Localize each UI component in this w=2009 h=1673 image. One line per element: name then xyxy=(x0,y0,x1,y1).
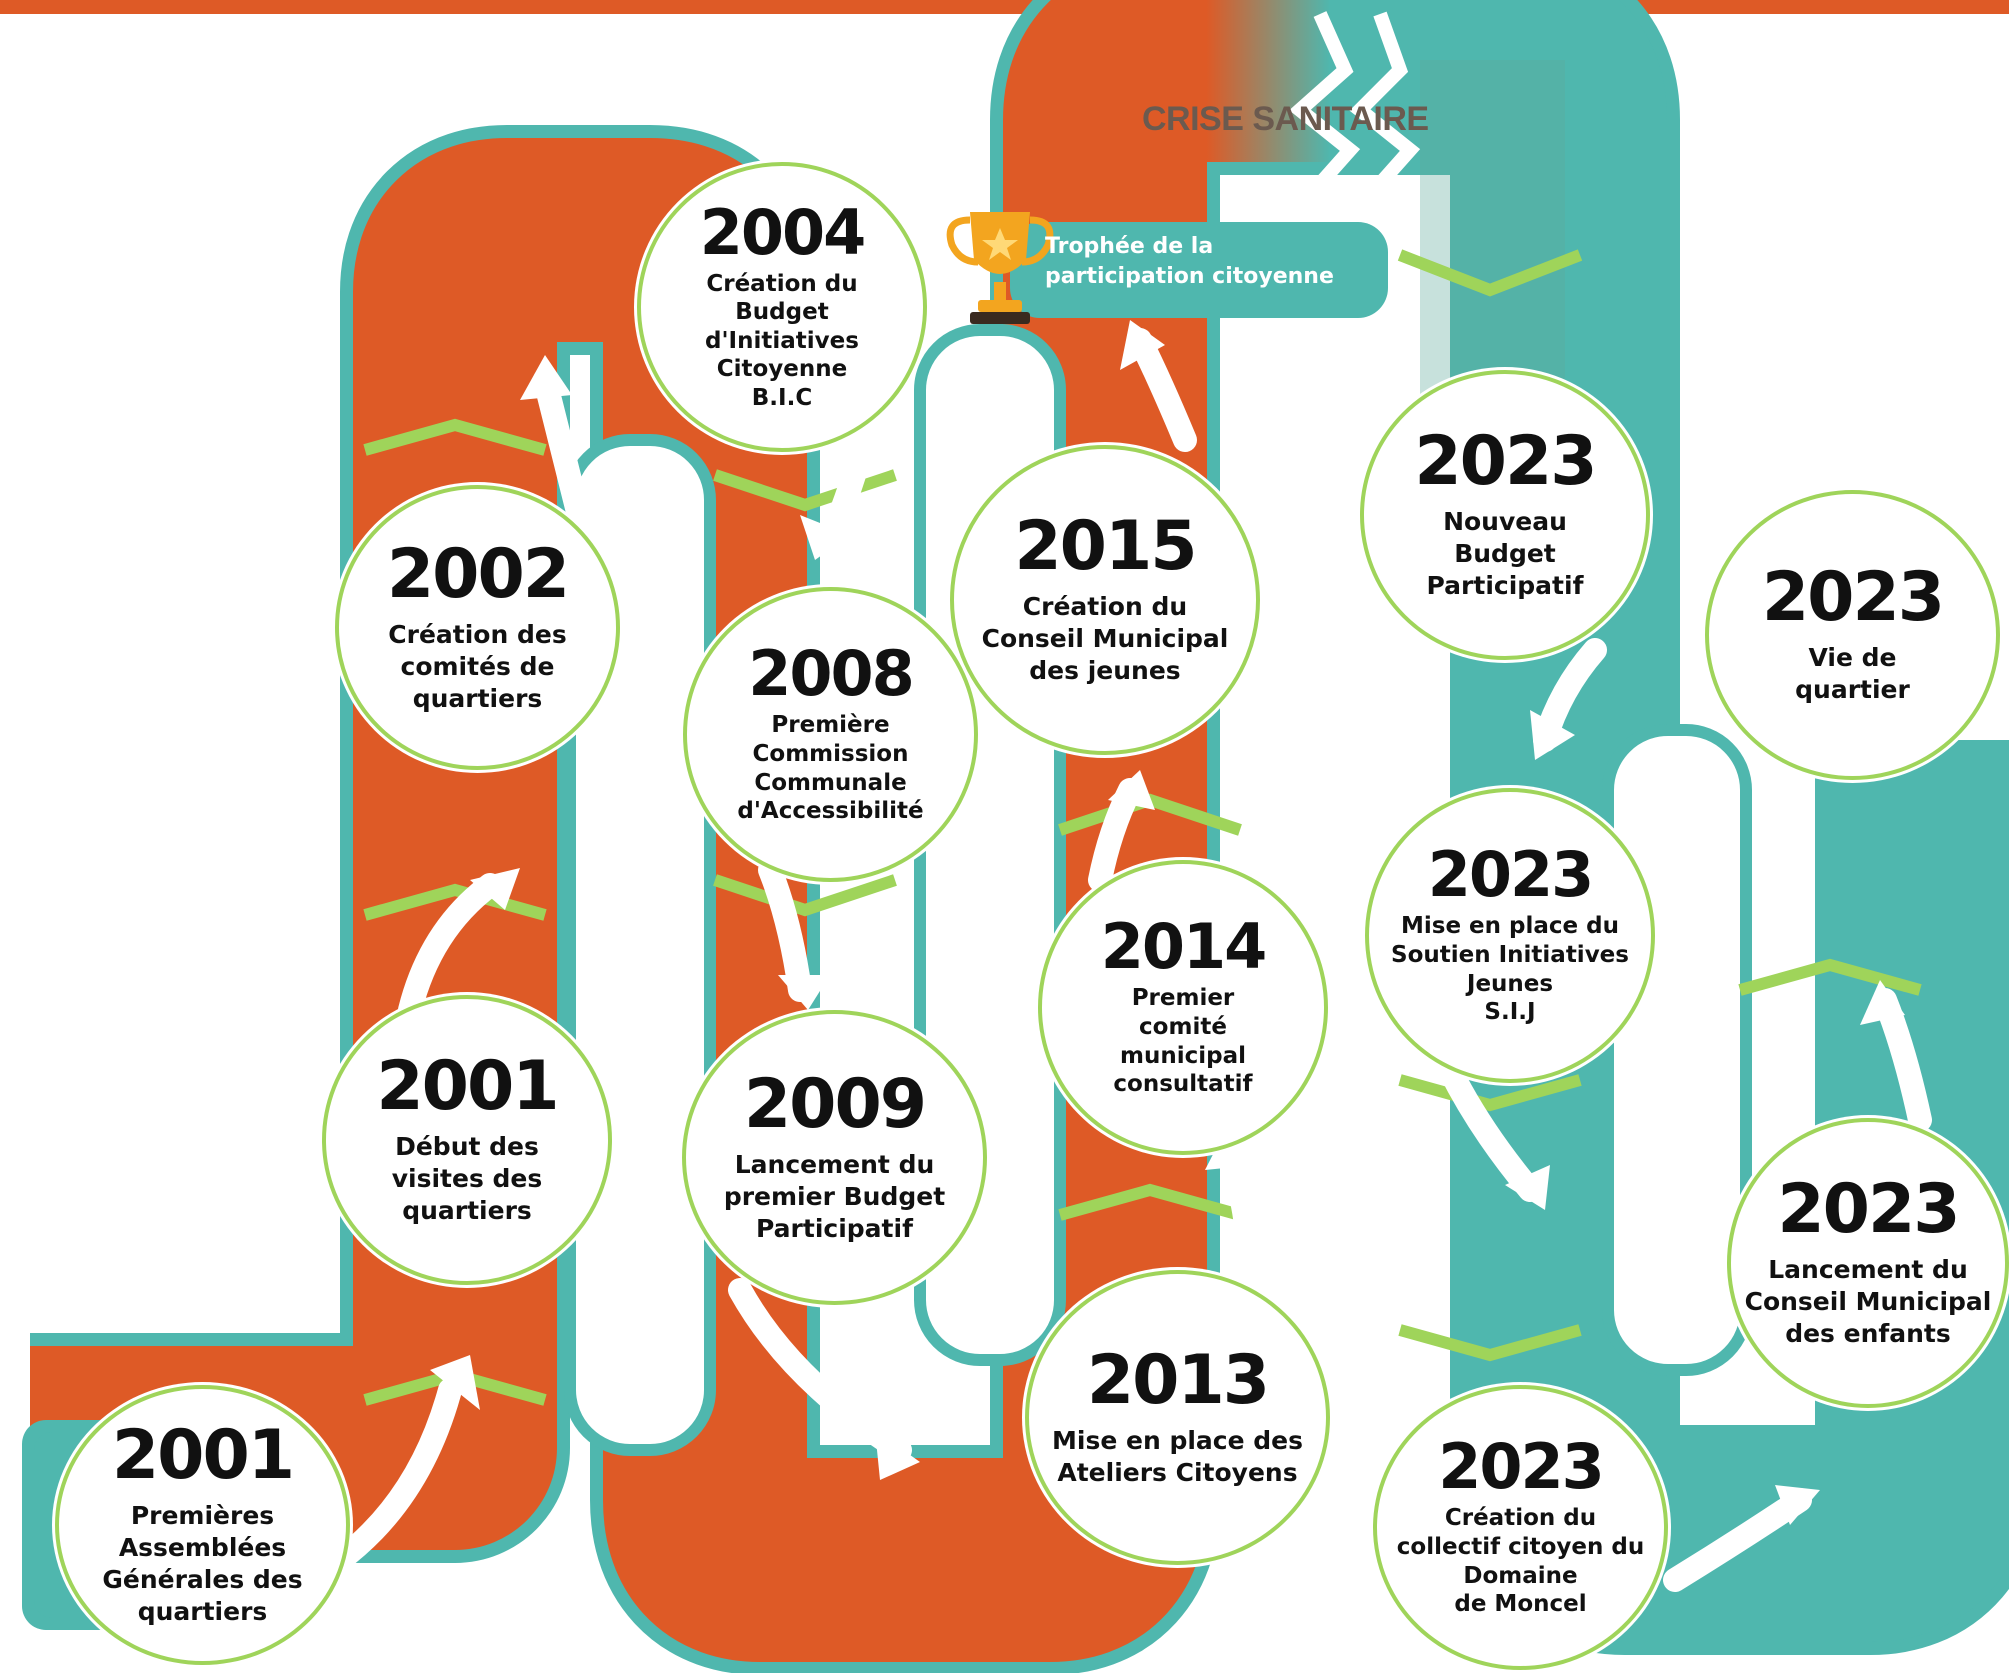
milestone-year: 2015 xyxy=(1014,507,1197,586)
milestone-2013: 2013 Mise en place des Ateliers Citoyens xyxy=(1025,1270,1330,1565)
milestone-2023-moncel: 2023 Création du collectif citoyen du Do… xyxy=(1373,1385,1668,1670)
milestone-text: Création du Budget d'Initiatives Citoyen… xyxy=(705,270,859,411)
milestone-year: 2023 xyxy=(1438,1430,1605,1504)
milestone-2002: 2002 Création des comités de quartiers xyxy=(335,485,620,770)
milestone-year: 2008 xyxy=(748,637,915,711)
milestone-year: 2009 xyxy=(743,1064,927,1144)
milestone-2014: 2014 Premier comité municipal consultati… xyxy=(1038,860,1328,1155)
milestone-2023-sij: 2023 Mise en place du Soutien Initiative… xyxy=(1365,788,1655,1083)
road-crisis xyxy=(1003,0,1330,320)
milestone-year: 2023 xyxy=(1777,1170,1960,1249)
milestone-text: Mise en place du Soutien Initiatives Jeu… xyxy=(1391,913,1629,1026)
milestone-year: 2001 xyxy=(376,1047,559,1126)
milestone-year: 2014 xyxy=(1100,910,1268,984)
milestone-text: Mise en place des Ateliers Citoyens xyxy=(1052,1425,1303,1487)
milestone-2001-assemblies: 2001 Premières Assemblées Générales des … xyxy=(55,1385,350,1665)
milestone-2023-neighbourhood: 2023 Vie de quartier xyxy=(1705,490,2000,780)
trophy-label: Trophée de la participation citoyenne xyxy=(1045,234,1334,290)
trophy-badge xyxy=(1010,222,1388,318)
milestone-text: Premières Assemblées Générales des quart… xyxy=(102,1501,303,1626)
milestone-text: Création du collectif citoyen du Domaine… xyxy=(1396,1505,1645,1618)
milestone-text: Lancement du Conseil Municipal des enfan… xyxy=(1744,1255,1992,1348)
milestone-text: Premier comité municipal consultatif xyxy=(1113,985,1253,1098)
milestone-2023-budget: 2023 Nouveau Budget Participatif xyxy=(1360,370,1650,660)
milestone-2023-children: 2023 Lancement du Conseil Municipal des … xyxy=(1727,1118,2009,1408)
milestone-year: 2023 xyxy=(1761,558,1945,637)
milestone-text: Début des visites des quartiers xyxy=(391,1132,543,1225)
milestone-year: 2004 xyxy=(699,195,867,269)
road-orange xyxy=(30,138,1207,1662)
milestone-2004: 2004 Création du Budget d'Initiatives Ci… xyxy=(637,162,927,452)
milestone-text: Nouveau Budget Participatif xyxy=(1426,507,1584,600)
milestone-2009: 2009 Lancement du premier Budget Partici… xyxy=(682,1010,987,1305)
trophy-icon xyxy=(946,212,1054,324)
crisis-label: CRISE SANITAIRE xyxy=(1142,100,1429,138)
milestone-2015: 2015 Création du Conseil Municipal des j… xyxy=(950,445,1260,755)
crisis-crack xyxy=(1289,11,1365,241)
milestone-2008: 2008 Première Commission Communale d'Acc… xyxy=(683,587,978,882)
milestone-year: 2023 xyxy=(1414,422,1597,501)
milestone-text: Première Commission Communale d'Accessib… xyxy=(737,712,924,825)
milestone-text: Création du Conseil Municipal des jeunes xyxy=(981,592,1229,685)
milestone-year: 2002 xyxy=(386,534,570,614)
milestone-year: 2001 xyxy=(111,1416,295,1495)
lane-gap xyxy=(1602,724,1752,1376)
milestone-2001-visits: 2001 Début des visites des quartiers xyxy=(322,995,612,1285)
lane-gap xyxy=(564,434,716,1456)
milestone-text: Création des comités de quartiers xyxy=(388,619,567,713)
milestone-year: 2013 xyxy=(1086,1340,1270,1420)
milestone-year: 2023 xyxy=(1427,838,1595,912)
milestone-text: Lancement du premier Budget Participatif xyxy=(723,1149,946,1243)
milestone-text: Vie de quartier xyxy=(1795,643,1910,704)
arrowheads xyxy=(430,320,1905,1525)
